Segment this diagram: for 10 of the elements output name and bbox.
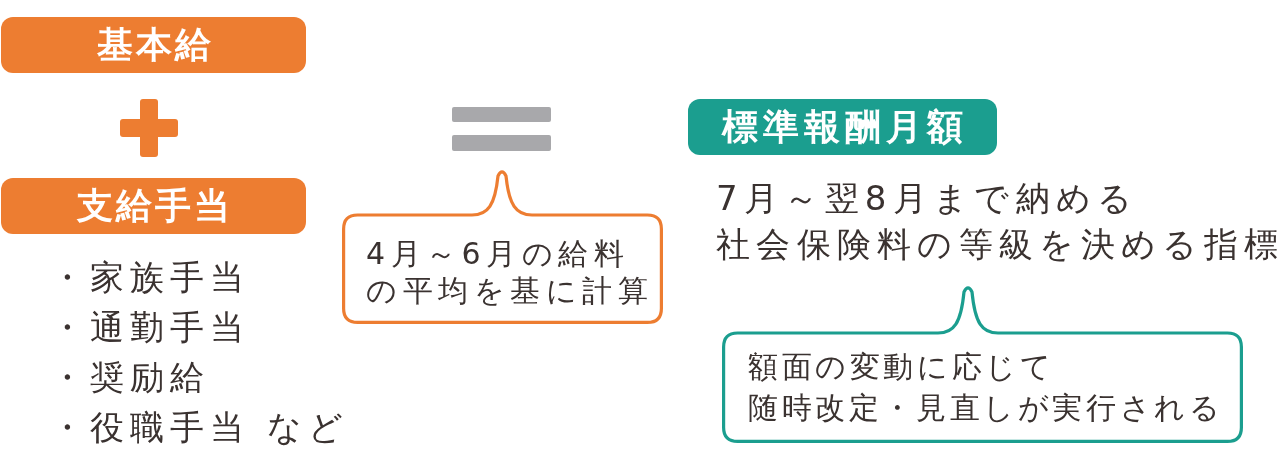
list-item: ・家族手当 <box>50 256 250 299</box>
list-item: ・通勤手当 <box>50 306 250 349</box>
heading-box: 標準報酬月額 <box>688 99 997 155</box>
heading-box: 支給手当 <box>1 178 306 234</box>
list-item: ・奨励給 <box>50 356 210 399</box>
callout-text: 額面の変動に応じて随時改定・見直しが実行される <box>748 348 1224 427</box>
description-text: 7月～翌8月まで納める社会保険料の等級を決める指標 <box>716 177 1285 266</box>
list-item: ・役職手当 など <box>50 406 349 449</box>
heading-box: 基本給 <box>1 17 306 73</box>
callout-text: 4月～6月の給料の平均を基に計算 <box>366 235 653 309</box>
